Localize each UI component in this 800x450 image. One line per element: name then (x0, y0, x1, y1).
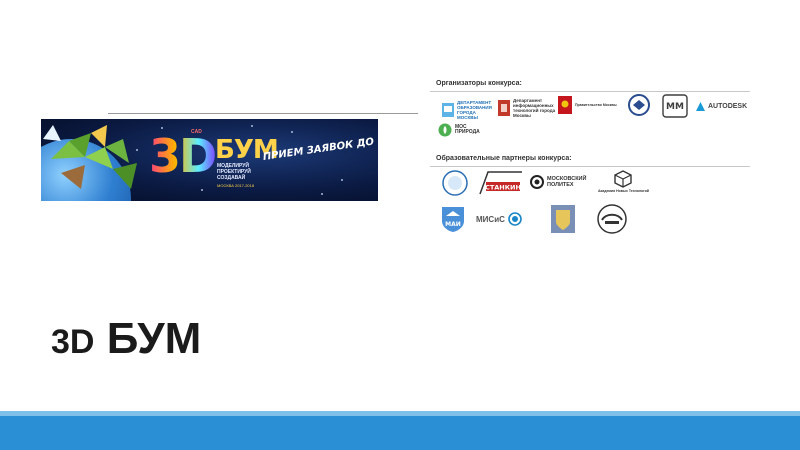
academy-cube-icon (614, 170, 633, 188)
banner-subtitle: МОДЕЛИРУЙ ПРОЕКТИРУЙ СОЗДАВАЙ (217, 163, 251, 181)
mai-icon: МАИ (442, 207, 464, 232)
organizers-heading: Организаторы конкурса: (436, 80, 522, 87)
partner-logo-shield (550, 204, 576, 234)
organizer-logo-mospriroda: МОС ПРИРОДА (438, 123, 481, 137)
organizers-separator (430, 91, 750, 92)
slide-title: 3D БУМ (51, 314, 201, 367)
banner-city: МОСКВА 2017-2018 (217, 183, 255, 188)
svg-text:MM: MM (666, 102, 684, 112)
svg-text:МАИ: МАИ (445, 221, 461, 228)
stankin-icon: СТАНКИН (479, 171, 522, 195)
it-dept-icon (498, 100, 510, 116)
organizer-logo-moscow-gov: Правительство Москвы (558, 96, 619, 114)
slide-title-main: БУМ (94, 314, 202, 363)
divider-line (108, 113, 418, 114)
mospriroda-icon (438, 123, 452, 137)
organizer-logo-mm: MM (662, 94, 688, 118)
education-dept-icon (442, 103, 454, 117)
mm-logo-icon: MM (662, 94, 688, 118)
partner-logo-stankin: СТАНКИН (478, 170, 524, 196)
moscow-gov-icon (558, 96, 572, 114)
partner-logo-round (596, 203, 628, 235)
lowpoly-landscape-image (43, 125, 137, 189)
university-round-icon (442, 170, 468, 196)
partner-logo-university (442, 170, 468, 196)
round-emblem-icon (597, 204, 627, 234)
organizer-logo-it: Департамент информационных технологий го… (498, 98, 559, 118)
organizer-logo-autodesk: AUTODESK (696, 102, 747, 111)
autodesk-icon (696, 102, 705, 111)
misis-icon (508, 212, 522, 226)
shield-emblem-icon (551, 205, 575, 233)
polytech-icon (530, 175, 544, 189)
partner-logo-polytech: МОСКОВСКИЙ ПОЛИТЕХ (530, 175, 587, 189)
organizer-logo-education: ДЕПАРТАМЕНТ ОБРАЗОВАНИЯ ГОРОДА МОСКВЫ (442, 100, 497, 120)
banner-bum-logo: БУМ (215, 135, 279, 165)
partner-logo-misis: МИСиС (476, 212, 522, 226)
organizer-logo-eagle (628, 94, 650, 116)
partners-separator (430, 166, 750, 167)
banner-tag: CAD (191, 129, 202, 135)
partner-logo-mai: МАИ (440, 205, 466, 233)
slide-title-prefix: 3D (51, 323, 95, 361)
banner-3d-logo: 3D (149, 129, 217, 183)
partners-heading: Образовательные партнеры конкурса: (436, 155, 572, 162)
contest-banner: CAD 3D БУМ МОДЕЛИРУЙ ПРОЕКТИРУЙ СОЗДАВАЙ… (41, 119, 378, 201)
footer-accent-strip (0, 411, 800, 416)
svg-text:СТАНКИН: СТАНКИН (485, 184, 521, 192)
partner-logo-academy: Академия Новых Технологий (598, 170, 649, 194)
eagle-emblem-icon (628, 94, 650, 116)
footer-bar (0, 416, 800, 450)
banner-deadline: ПРИЕМ ЗАЯВОК ДО 15.10.2017 Г. (262, 125, 378, 163)
